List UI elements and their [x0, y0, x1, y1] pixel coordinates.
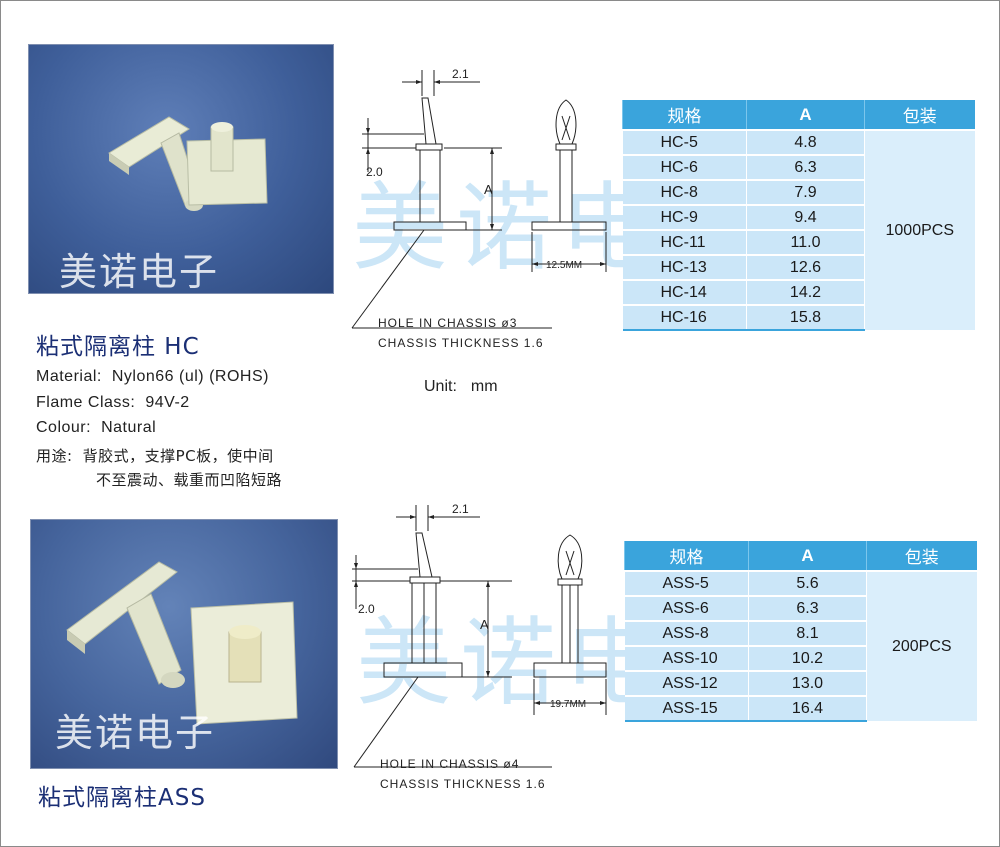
- spec-value: Natural: [101, 419, 157, 436]
- usage-text: 背胶式，支撑PC板，使中间: [82, 447, 274, 465]
- cell-model: HC-8: [622, 179, 747, 205]
- cell-model: ASS-15: [624, 695, 749, 722]
- cell-a: 10.2: [748, 645, 867, 671]
- spec-colour: Colour: Natural: [36, 419, 156, 437]
- cell-a: 6.3: [748, 595, 867, 621]
- col-header-packing: 包装: [864, 100, 975, 130]
- cell-model: ASS-10: [624, 645, 749, 671]
- usage-label: 用途:: [36, 447, 73, 465]
- drawing-note-thickness: CHASSIS THICKNESS 1.6: [378, 336, 544, 350]
- cell-model: HC-14: [622, 279, 747, 305]
- cell-model: ASS-5: [624, 570, 749, 596]
- spec-usage-cont: 不至震动、载重而凹陷短路: [96, 471, 283, 489]
- cell-a: 6.3: [746, 154, 865, 180]
- photo-watermark: 美诺电子: [55, 711, 216, 755]
- dim-label-a: A: [484, 182, 493, 197]
- product-photo-hc: 美诺电子: [28, 44, 334, 294]
- spec-material: Material: Nylon66 (ul) (ROHS): [36, 368, 269, 386]
- cell-a: 11.0: [746, 229, 865, 255]
- cell-model: HC-9: [622, 204, 747, 230]
- unit-note: Unit: mm: [424, 378, 498, 396]
- technical-drawing-ass: 2.1 2.0 A 19.7MM HOLE IN CHASSIS ø4 CHAS…: [340, 495, 620, 795]
- cell-a: 13.0: [748, 670, 867, 696]
- unit-label: Unit:: [424, 378, 457, 395]
- spec-value: Nylon66 (ul) (ROHS): [111, 368, 269, 385]
- col-header-a: A: [748, 541, 867, 571]
- dim-label-width: 19.7MM: [550, 699, 586, 710]
- cell-model: HC-6: [622, 154, 747, 180]
- product-title-hc: 粘式隔离柱 HC: [36, 334, 200, 360]
- cell-model: HC-13: [622, 254, 747, 280]
- photo-watermark: 美诺电子: [59, 250, 220, 294]
- drawing-note-hole: HOLE IN CHASSIS ø4: [380, 757, 520, 771]
- dim-label-width: 12.5MM: [546, 260, 582, 271]
- col-header-a: A: [746, 100, 865, 130]
- cell-a: 4.8: [746, 129, 865, 155]
- table-row: HC-5 4.8 1000PCS: [622, 129, 975, 330]
- cell-model: ASS-6: [624, 595, 749, 621]
- cell-a: 12.6: [746, 254, 865, 280]
- dim-label-a: A: [480, 617, 489, 632]
- spec-label: Material:: [36, 368, 102, 385]
- spec-usage: 用途: 背胶式，支撑PC板，使中间: [36, 445, 274, 466]
- col-header-packing: 包装: [866, 541, 977, 571]
- dim-label-top: 2.1: [452, 502, 469, 516]
- cell-model: HC-16: [622, 304, 747, 331]
- spec-flame-class: Flame Class: 94V-2: [36, 394, 190, 412]
- dim-label-left: 2.0: [358, 602, 375, 616]
- col-header-model: 规格: [622, 100, 747, 130]
- table-header-row: 规格 A 包装: [624, 541, 977, 571]
- table-header-row: 规格 A 包装: [622, 100, 975, 130]
- cell-packing: 200PCS: [866, 570, 977, 721]
- cell-model: ASS-8: [624, 620, 749, 646]
- col-header-model: 规格: [624, 541, 749, 571]
- product-title-ass: 粘式隔离柱ASS: [38, 785, 206, 811]
- cell-model: ASS-12: [624, 670, 749, 696]
- cell-a: 5.6: [748, 570, 867, 596]
- drawing-note-hole: HOLE IN CHASSIS ø3: [378, 316, 518, 330]
- cell-a: 16.4: [748, 695, 867, 722]
- cell-a: 15.8: [746, 304, 865, 331]
- cell-a: 8.1: [748, 620, 867, 646]
- drawing-note-thickness: CHASSIS THICKNESS 1.6: [380, 777, 546, 791]
- dim-label-left: 2.0: [366, 165, 383, 179]
- cell-a: 9.4: [746, 204, 865, 230]
- cell-a: 14.2: [746, 279, 865, 305]
- cell-model: HC-11: [622, 229, 747, 255]
- cell-a: 7.9: [746, 179, 865, 205]
- unit-value: mm: [470, 378, 498, 395]
- table-row: ASS-5 5.6 200PCS: [624, 570, 977, 721]
- cell-model: HC-5: [622, 129, 747, 155]
- spec-label: Colour:: [36, 419, 92, 436]
- cell-packing: 1000PCS: [864, 129, 975, 330]
- spec-value: 94V-2: [145, 394, 190, 411]
- product-photo-ass: 美诺电子: [30, 519, 338, 769]
- spec-label: Flame Class:: [36, 394, 136, 411]
- dim-label-top: 2.1: [452, 67, 469, 81]
- technical-drawing-hc: 2.1 2.0 A 12.5MM HOLE IN CHASSIS ø3 CHAS…: [340, 60, 620, 360]
